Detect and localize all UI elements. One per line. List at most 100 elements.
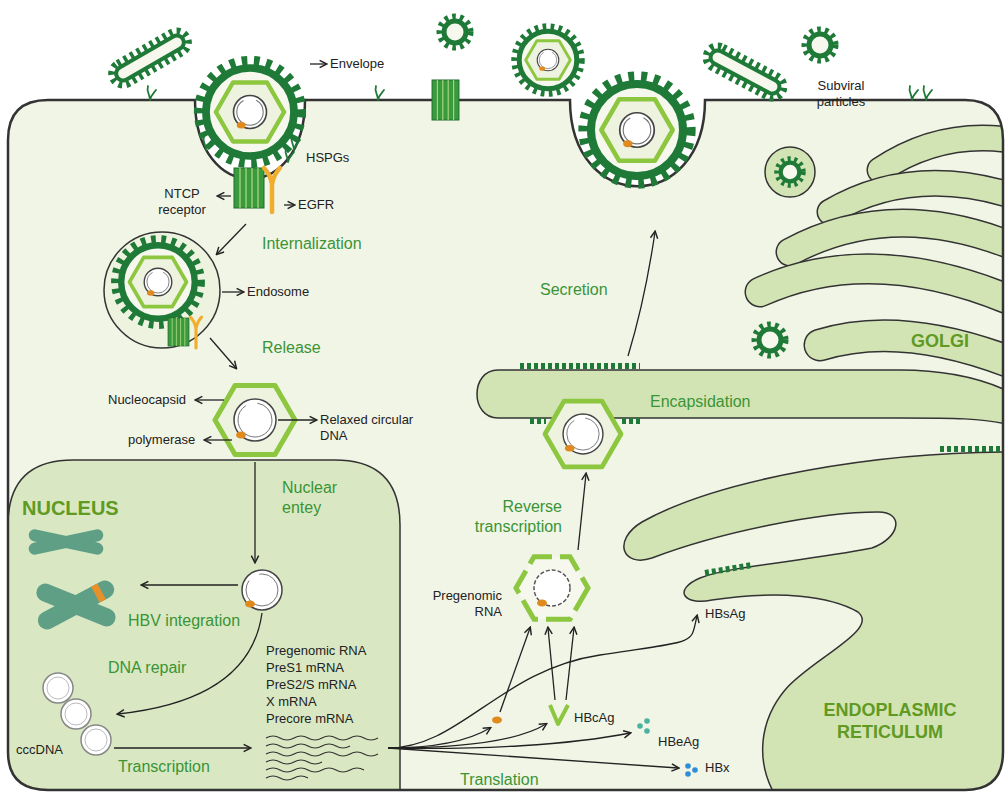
membrane-receptors xyxy=(147,86,156,100)
step-label: Release xyxy=(262,338,321,358)
process-arrows xyxy=(278,419,316,420)
chromosome xyxy=(34,577,119,632)
golgi-shape xyxy=(760,269,1007,300)
process-arrows xyxy=(548,628,555,700)
organelle-label: GOLGI xyxy=(911,331,969,353)
mrna-waves xyxy=(266,760,322,764)
part-label: HBx xyxy=(705,760,730,776)
hbcag-symbol xyxy=(550,705,568,724)
membrane-receptors xyxy=(264,168,280,212)
endosome xyxy=(104,232,220,348)
chromosome xyxy=(28,528,105,556)
hbeag-dots xyxy=(637,723,643,729)
golgi-shape xyxy=(830,183,1007,212)
process-arrows xyxy=(114,747,250,748)
hbsag-in-membrane xyxy=(520,363,640,369)
part-label: HBsAg xyxy=(705,606,745,622)
part-label: Pregenomic RNA xyxy=(420,588,502,620)
process-arrows xyxy=(578,474,586,550)
part-label: cccDNA xyxy=(16,742,63,758)
cccdna-circles xyxy=(61,699,91,729)
hbx-dots xyxy=(685,763,691,769)
golgi-shape xyxy=(760,138,1007,362)
nuclear-rcdna xyxy=(242,570,282,610)
viral-particles xyxy=(440,17,470,47)
pgrna-capsid xyxy=(516,557,588,619)
pgrna-capsid xyxy=(534,570,570,606)
mrna-waves xyxy=(266,736,378,780)
nucleocapsid xyxy=(545,401,621,467)
step-label: Encapsidation xyxy=(650,392,751,412)
endosome xyxy=(104,232,220,348)
step-label: HBV integration xyxy=(128,611,240,631)
nuclear-rcdna xyxy=(242,570,282,610)
hbeag-dots xyxy=(644,728,650,734)
nucleus-shape xyxy=(0,460,400,796)
part-label: Relaxed circular DNA xyxy=(320,412,432,444)
membrane-receptors xyxy=(147,80,932,212)
er-shape xyxy=(477,370,1007,795)
process-arrows xyxy=(196,399,224,400)
process-arrows xyxy=(222,291,243,292)
hbsag-in-membrane xyxy=(530,418,546,424)
cccdna-circles xyxy=(81,725,111,755)
process-arrows xyxy=(205,439,232,440)
hbsag-in-membrane xyxy=(705,565,752,573)
organelle-label: ENDOPLASMIC RETICULUM xyxy=(800,700,980,743)
process-arrows xyxy=(284,204,294,205)
membrane-receptors xyxy=(291,136,300,150)
step-label: Nuclear entey xyxy=(282,478,354,517)
step-label: Internalization xyxy=(262,234,362,254)
hbeag-dots xyxy=(637,718,650,734)
part-label: EGFR xyxy=(298,197,334,213)
nuclear-rcdna xyxy=(245,601,255,608)
mrna-waves xyxy=(266,768,364,772)
hbsag-in-membrane xyxy=(940,446,1000,452)
process-arrows xyxy=(142,584,238,585)
part-label: NTCP receptor xyxy=(150,186,214,218)
step-label: Transcription xyxy=(118,757,210,777)
organelle-name: ENDOPLASMIC RETICULUM xyxy=(800,700,980,743)
viral-particles xyxy=(584,77,690,183)
process-arrows xyxy=(388,748,678,768)
hbeag-dots xyxy=(644,718,650,724)
process-arrows xyxy=(218,195,231,196)
membrane-receptors xyxy=(923,86,932,100)
part-label: HBcAg xyxy=(574,710,614,726)
viral-particles xyxy=(199,61,300,162)
cccdna-circles xyxy=(85,729,107,751)
viral-particles xyxy=(515,27,581,93)
part-label: PreS1 mRNA xyxy=(266,660,344,676)
membrane-receptors xyxy=(375,86,384,100)
process-arrows xyxy=(310,63,326,64)
organelles xyxy=(0,138,1007,796)
part-label: polymerase xyxy=(128,432,195,448)
hbsag-in-membrane xyxy=(622,418,640,424)
part-label: PreS2/S mRNA xyxy=(266,677,356,693)
membrane-receptors xyxy=(285,148,294,162)
er-shape xyxy=(624,452,1007,795)
mrna-waves xyxy=(266,752,378,756)
pgrna-capsid xyxy=(516,557,588,619)
golgi-shape xyxy=(790,223,1007,252)
organelle-name: NUCLEUS xyxy=(22,496,119,520)
endosome xyxy=(116,240,201,325)
golgi-shape xyxy=(760,269,1007,300)
viral-particles xyxy=(108,27,192,88)
cccdna-circles xyxy=(43,673,73,703)
process-arrows xyxy=(114,64,697,768)
part-label: HBeAg xyxy=(658,734,699,750)
process-arrows xyxy=(566,628,574,700)
part-label: Nucleocapsid xyxy=(108,392,186,408)
part-label: Pregenomic RNA xyxy=(266,643,366,659)
golgi-shape xyxy=(880,138,1007,170)
part-label: Envelope xyxy=(330,56,384,72)
endosome xyxy=(168,318,189,346)
hbsag-in-membrane xyxy=(520,366,1000,573)
process-arrows xyxy=(254,462,255,562)
mrna-waves xyxy=(266,776,308,780)
step-label: Secretion xyxy=(540,280,608,300)
cccdna-circles xyxy=(47,677,69,699)
golgi-shape xyxy=(790,223,1007,252)
